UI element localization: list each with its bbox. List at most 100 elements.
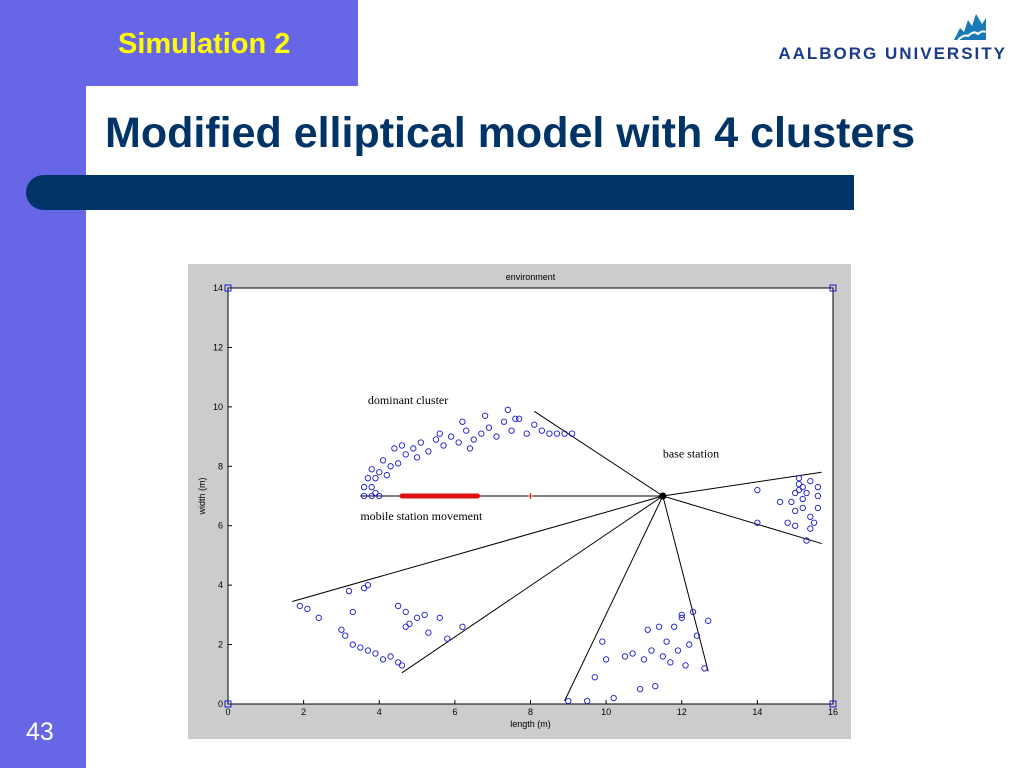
cluster-boundary-line [662, 471, 822, 497]
data-point [591, 674, 598, 681]
data-point [357, 644, 364, 651]
x-tick-label: 12 [677, 707, 687, 717]
y-axis-label: width (m) [197, 477, 207, 515]
data-point [584, 697, 591, 705]
data-point [568, 430, 576, 437]
data-point [304, 605, 311, 613]
data-point [803, 489, 810, 497]
data-point [402, 623, 409, 630]
data-point [432, 436, 440, 443]
data-point [810, 519, 818, 526]
data-point [640, 656, 648, 663]
data-point [754, 519, 761, 526]
data-point [368, 466, 375, 473]
data-point [425, 448, 432, 455]
data-point [395, 659, 402, 666]
data-point [799, 504, 806, 512]
data-point [485, 424, 493, 431]
data-point [516, 415, 523, 422]
data-point [368, 483, 375, 491]
data-point [637, 685, 644, 693]
data-point [345, 587, 353, 595]
data-point [436, 614, 443, 621]
data-point [402, 608, 409, 616]
x-tick-label: 8 [528, 707, 533, 717]
data-point [342, 632, 349, 639]
data-point [663, 638, 670, 645]
x-tick-label: 10 [601, 707, 611, 717]
y-tick-label: 6 [218, 521, 223, 531]
corner-marker [224, 284, 232, 292]
y-tick-label: 0 [218, 699, 223, 709]
data-point [659, 653, 666, 660]
data-point [674, 647, 682, 654]
data-point [686, 641, 693, 648]
data-point [814, 504, 822, 512]
x-tick-label: 2 [301, 707, 306, 717]
data-point [705, 617, 712, 624]
data-point [814, 492, 822, 500]
corner-marker [829, 700, 837, 708]
y-tick-label: 10 [213, 402, 223, 412]
cluster-boundary-line [564, 495, 664, 702]
data-point [807, 525, 814, 532]
data-point [795, 480, 803, 488]
data-point [602, 656, 610, 663]
data-point [508, 427, 515, 434]
data-point [410, 445, 417, 452]
section-title: Simulation 2 [118, 28, 291, 60]
logo-text: AALBORG UNIVERSITY [778, 44, 1007, 63]
data-point [455, 439, 462, 446]
data-point [671, 623, 678, 630]
data-point [360, 483, 368, 491]
data-point [349, 641, 356, 648]
data-point [315, 614, 322, 621]
data-point [776, 498, 784, 506]
base-station-point [659, 492, 667, 500]
data-point [372, 650, 379, 657]
corner-marker [224, 700, 232, 708]
data-point [459, 623, 466, 630]
data-point [655, 623, 663, 630]
y-tick-label: 8 [218, 461, 223, 471]
data-point [807, 513, 814, 520]
data-point [648, 647, 655, 654]
cluster-boundary-line [534, 410, 664, 497]
data-point [481, 412, 489, 419]
data-point [803, 537, 810, 544]
data-point [338, 626, 345, 633]
cluster-boundary-line [662, 495, 822, 545]
data-point [629, 650, 636, 657]
x-tick-label: 0 [225, 707, 230, 717]
data-point [678, 611, 685, 619]
data-point [493, 433, 500, 440]
data-point [644, 626, 651, 633]
data-point [376, 492, 383, 500]
cluster-boundary-line [292, 495, 663, 602]
y-tick-label: 2 [218, 640, 223, 650]
aalborg-university-logo-icon [954, 14, 987, 41]
y-tick-label: 14 [213, 283, 223, 293]
data-point [792, 507, 799, 515]
data-point [459, 418, 466, 425]
data-point [553, 430, 561, 437]
data-point [531, 421, 538, 428]
slide-title: Modified elliptical model with 4 cluster… [105, 109, 915, 157]
data-point [546, 430, 553, 437]
x-tick-label: 4 [377, 707, 382, 717]
data-point [701, 665, 708, 672]
y-tick-label: 12 [213, 342, 223, 352]
header-block [0, 0, 358, 86]
data-point [678, 614, 685, 621]
data-point [500, 418, 508, 425]
data-point [395, 460, 402, 467]
data-point [693, 632, 701, 639]
data-point [784, 519, 791, 526]
data-point [621, 653, 629, 660]
corner-curve [86, 86, 146, 146]
data-point [360, 584, 368, 592]
data-point [391, 445, 398, 452]
title-underline-bar [26, 175, 854, 210]
